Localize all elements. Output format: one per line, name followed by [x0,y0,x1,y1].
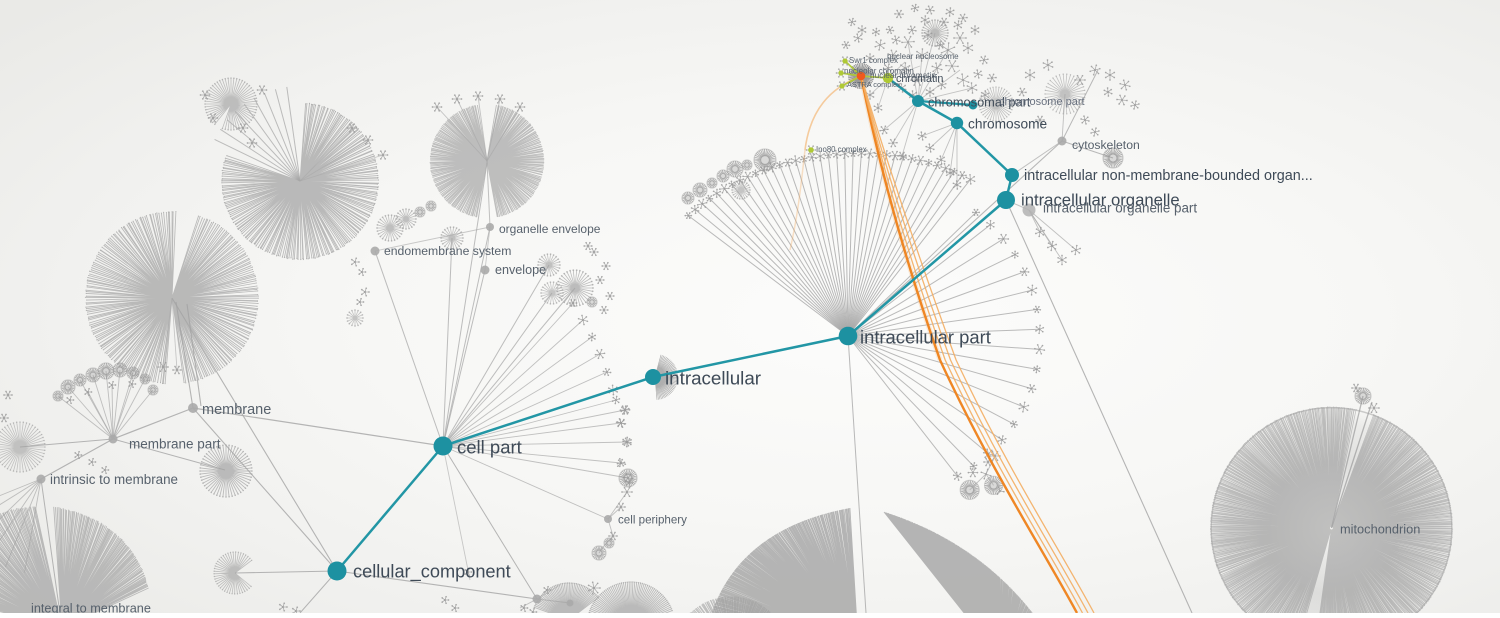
svg-text:ASTRA complex: ASTRA complex [847,80,901,89]
svg-text:intrinsic to membrane: intrinsic to membrane [50,472,178,487]
svg-text:chromosome: chromosome [968,116,1047,131]
svg-text:organelle envelope: organelle envelope [499,222,601,236]
svg-text:membrane: membrane [202,402,271,418]
svg-text:cell periphery: cell periphery [618,513,687,526]
svg-text:cellular_component: cellular_component [353,562,511,583]
svg-text:mitochondrion: mitochondrion [1340,521,1420,536]
svg-text:Ino80 complex: Ino80 complex [816,145,867,154]
svg-text:cytoskeleton: cytoskeleton [1072,138,1140,152]
svg-text:nuclear chromatin: nuclear chromatin [870,70,936,80]
svg-text:endomembrane system: endomembrane system [384,244,511,258]
svg-text:intracellular part: intracellular part [860,327,991,348]
svg-text:chromosome part: chromosome part [999,96,1085,108]
svg-text:envelope: envelope [495,263,546,277]
svg-text:membrane part: membrane part [129,437,221,452]
svg-text:integral to membrane: integral to membrane [31,601,151,613]
svg-text:intracellular organelle part: intracellular organelle part [1043,201,1197,216]
svg-text:nuclear nucleosome: nuclear nucleosome [887,52,959,61]
svg-text:cell part: cell part [457,437,522,458]
svg-text:intracellular: intracellular [665,368,761,389]
svg-text:intracellular non-membrane-bou: intracellular non-membrane-bounded organ… [1024,168,1313,184]
